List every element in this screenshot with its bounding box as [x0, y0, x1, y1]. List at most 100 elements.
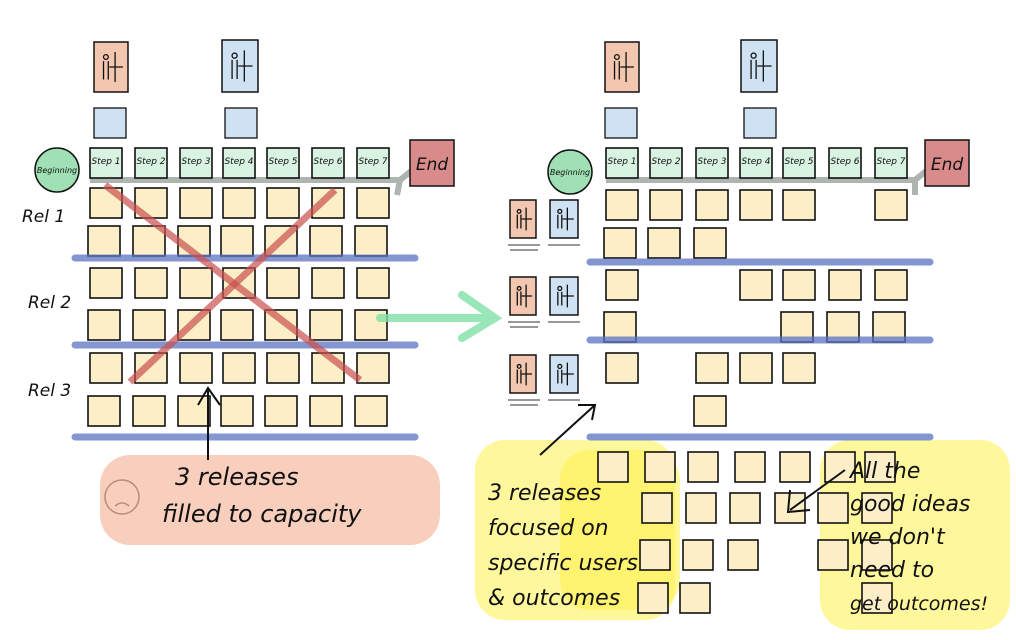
- story-card: [134, 352, 168, 384]
- story-card: [693, 395, 727, 427]
- story-card: [309, 395, 343, 427]
- beginning-node: [547, 149, 593, 195]
- backlog-card: [639, 539, 671, 571]
- backlog-card: [734, 451, 766, 483]
- person-icon: [750, 52, 757, 59]
- step-label: Step 3: [181, 157, 210, 167]
- step-card-6: Step 6: [828, 147, 862, 179]
- person-icon: [613, 53, 620, 61]
- step-label: Step 1: [607, 157, 636, 167]
- persona-goal-card: [224, 107, 258, 139]
- story-card: [695, 352, 729, 384]
- persona-goal-card: [93, 107, 127, 139]
- up-arrow: [197, 386, 221, 460]
- story-card: [605, 189, 639, 221]
- story-card: [739, 269, 773, 301]
- persona-notes: [508, 399, 580, 406]
- pointer-arrow: [539, 404, 597, 456]
- release-persona-blue: [549, 276, 579, 316]
- story-card: [739, 189, 773, 221]
- step-label: Step 1: [91, 157, 120, 167]
- persona-goal-card: [743, 107, 777, 139]
- backlog-card: [864, 451, 896, 483]
- story-card: [179, 187, 213, 219]
- story-card: [603, 227, 637, 259]
- release-persona-orange: [509, 276, 537, 316]
- sad-face-icon: [104, 479, 140, 515]
- story-card: [222, 187, 256, 219]
- person-icon: [557, 208, 563, 215]
- story-card: [605, 352, 639, 384]
- backlog-note-line: good ideas: [850, 492, 970, 517]
- step-card-1: Step 1: [89, 147, 123, 179]
- story-card: [179, 267, 213, 299]
- story-card: [222, 352, 256, 384]
- step-card-6: Step 6: [311, 147, 345, 179]
- backlog-card: [644, 451, 676, 483]
- release-persona-blue: [549, 199, 579, 239]
- step-label: Step 5: [268, 157, 297, 167]
- person-icon: [516, 363, 522, 369]
- release-persona-orange: [509, 199, 537, 239]
- left-caption-line2: filled to capacity: [162, 500, 362, 528]
- backlog-card: [861, 582, 893, 614]
- step-card-5: Step 5: [782, 147, 816, 179]
- persona-notes: [508, 321, 580, 328]
- step-label: Step 3: [697, 157, 726, 167]
- story-card: [266, 352, 300, 384]
- backlog-card: [682, 539, 714, 571]
- story-card: [605, 269, 639, 301]
- story-card: [309, 225, 343, 257]
- step-label: Step 4: [224, 157, 253, 167]
- persona-card-orange: [604, 41, 640, 93]
- story-card: [874, 269, 908, 301]
- backlog-card: [687, 451, 719, 483]
- cross-out-mark: [127, 187, 338, 385]
- persona-card-blue: [221, 39, 259, 93]
- backlog-card: [824, 451, 856, 483]
- story-card: [132, 395, 166, 427]
- backlog-card: [861, 539, 893, 571]
- story-card: [89, 267, 123, 299]
- persona-card-blue: [740, 39, 778, 93]
- story-card: [264, 395, 298, 427]
- release-label-1: Rel 1: [22, 207, 65, 227]
- story-card: [828, 269, 862, 301]
- backlog-note-line: All the: [848, 459, 920, 484]
- person-icon: [557, 285, 563, 292]
- story-card: [220, 225, 254, 257]
- beginning-node: [34, 147, 80, 193]
- backlog-card: [817, 539, 849, 571]
- step-card-3: Step 3: [695, 147, 729, 179]
- release-persona-orange: [509, 354, 537, 394]
- story-card: [354, 225, 388, 257]
- right-caption-line: & outcomes: [488, 586, 620, 611]
- right-caption-line: specific users: [488, 551, 638, 576]
- story-card: [356, 187, 390, 219]
- step-card-2: Step 2: [649, 147, 683, 179]
- person-icon: [102, 53, 109, 61]
- step-card-4: Step 4: [739, 147, 773, 179]
- beginning-label: Beginning: [550, 168, 590, 177]
- backlog-note-line: we don't: [850, 525, 946, 550]
- release-label-3: Rel 3: [28, 381, 71, 401]
- person-icon: [557, 363, 563, 370]
- story-card: [354, 395, 388, 427]
- story-card: [87, 395, 121, 427]
- story-card: [693, 227, 727, 259]
- step-label: Step 7: [358, 157, 387, 167]
- step-label: Step 7: [876, 157, 905, 167]
- story-card: [647, 227, 681, 259]
- story-card: [220, 395, 254, 427]
- backlog-card: [597, 451, 629, 483]
- step-card-5: Step 5: [266, 147, 300, 179]
- step-label: Step 2: [136, 157, 165, 167]
- backlog-card: [641, 492, 673, 524]
- backlog-card: [679, 582, 711, 614]
- story-card: [266, 187, 300, 219]
- story-card: [89, 352, 123, 384]
- story-card: [266, 267, 300, 299]
- transition-arrow: [376, 291, 503, 342]
- backlog-card: [779, 451, 811, 483]
